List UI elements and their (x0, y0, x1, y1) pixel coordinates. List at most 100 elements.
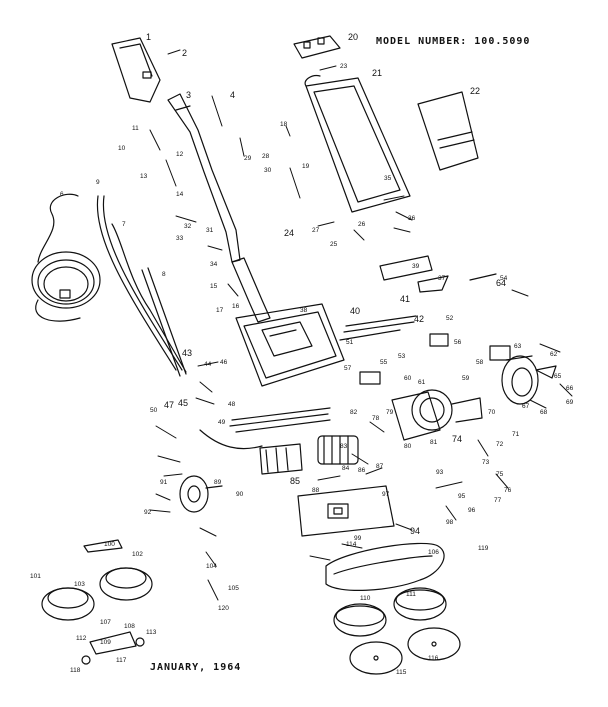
callout-83: 83 (340, 443, 348, 450)
callout-61: 61 (418, 379, 426, 386)
polishing-pads (349, 627, 461, 675)
callout-87: 87 (376, 463, 384, 470)
callout-70: 70 (488, 409, 496, 416)
dust-bag-cover (304, 75, 411, 213)
callout-89: 89 (214, 479, 222, 486)
callout-92: 92 (144, 509, 152, 516)
top-clip (293, 35, 341, 59)
callout-50: 50 (150, 407, 158, 414)
callout-98: 98 (446, 519, 454, 526)
callout-29: 29 (244, 155, 252, 162)
callout-37: 37 (438, 275, 446, 282)
callout-54: 54 (500, 275, 508, 282)
callout-85: 85 (290, 476, 300, 486)
callout-100: 100 (104, 541, 115, 548)
callout-56: 56 (454, 339, 462, 346)
callout-8: 8 (162, 271, 166, 278)
callout-38: 38 (300, 307, 308, 314)
callout-57: 57 (344, 365, 352, 372)
link-assembly (81, 631, 145, 665)
callout-94: 94 (410, 526, 420, 536)
support-rod (141, 267, 187, 377)
callout-90: 90 (236, 491, 244, 498)
callout-109: 109 (100, 639, 111, 646)
callout-80: 80 (404, 443, 412, 450)
callout-23: 23 (340, 63, 348, 70)
callout-42: 42 (414, 314, 424, 324)
callout-111: 111 (406, 591, 416, 598)
callout-43: 43 (182, 348, 192, 358)
felt-pads (41, 539, 153, 621)
callout-55: 55 (380, 359, 388, 366)
model-number-label: MODEL NUMBER: 100.5090 (376, 36, 531, 47)
callout-18: 18 (280, 121, 288, 128)
callout-40: 40 (350, 306, 360, 316)
scrub-brushes (333, 587, 447, 637)
callout-48: 48 (228, 401, 236, 408)
callout-14: 14 (176, 191, 184, 198)
callout-103: 103 (74, 581, 85, 588)
fan (501, 355, 539, 405)
brush-housing (325, 542, 445, 591)
callout-84: 84 (342, 465, 350, 472)
callout-112: 112 (76, 635, 87, 642)
callout-67: 67 (522, 403, 530, 410)
callout-73: 73 (482, 459, 490, 466)
callout-102: 102 (132, 551, 143, 558)
callout-47: 47 (164, 400, 174, 410)
callout-12: 12 (176, 151, 184, 158)
callout-4: 4 (230, 90, 235, 100)
callout-75: 75 (496, 471, 504, 478)
callout-7: 7 (122, 221, 126, 228)
callout-96: 96 (468, 507, 476, 514)
callout-16: 16 (232, 303, 240, 310)
callout-76: 76 (504, 487, 512, 494)
bail-wires (96, 195, 187, 373)
rail-rods (199, 407, 331, 450)
handle-grip (111, 37, 161, 103)
callout-labels: 1 2 3 4 6 7 8 9 10 11 12 13 14 15 16 17 … (30, 32, 574, 676)
callout-53: 53 (398, 353, 406, 360)
callout-65: 65 (554, 373, 562, 380)
callout-1: 1 (146, 32, 151, 42)
motor-housing (391, 389, 483, 441)
callout-21: 21 (372, 68, 382, 78)
callout-101: 101 (30, 573, 41, 580)
callout-115: 115 (396, 669, 407, 676)
callout-60: 60 (404, 375, 412, 382)
callout-82: 82 (350, 409, 358, 416)
callout-34: 34 (210, 261, 218, 268)
callout-46: 46 (220, 359, 228, 366)
callout-49: 49 (218, 419, 226, 426)
callout-36: 36 (408, 215, 416, 222)
callout-106: 106 (428, 549, 439, 556)
callout-9: 9 (96, 179, 100, 186)
motor-armature (259, 435, 359, 475)
upper-handle-tube (167, 93, 241, 263)
callout-114: 114 (346, 541, 357, 548)
callout-119: 119 (478, 545, 489, 552)
callout-31: 31 (206, 227, 214, 234)
callout-24: 24 (284, 228, 294, 238)
callout-10: 10 (118, 145, 126, 152)
callout-11: 11 (132, 125, 139, 132)
callout-99: 99 (354, 535, 362, 542)
callout-2: 2 (182, 48, 187, 58)
callout-15: 15 (210, 283, 218, 290)
callout-26: 26 (358, 221, 366, 228)
hardware-screws (149, 49, 573, 601)
side-wheel-assembly (179, 475, 223, 513)
callout-28: 28 (262, 153, 270, 160)
motor-hood (235, 303, 345, 387)
callout-68: 68 (540, 409, 548, 416)
callout-17: 17 (216, 307, 224, 314)
callout-66: 66 (566, 385, 574, 392)
callout-41: 41 (400, 294, 410, 304)
callout-118: 118 (70, 667, 81, 674)
callout-39: 39 (412, 263, 420, 270)
callout-59: 59 (462, 375, 470, 382)
callout-19: 19 (302, 163, 310, 170)
callout-74: 74 (452, 434, 462, 444)
callout-104: 104 (206, 563, 217, 570)
